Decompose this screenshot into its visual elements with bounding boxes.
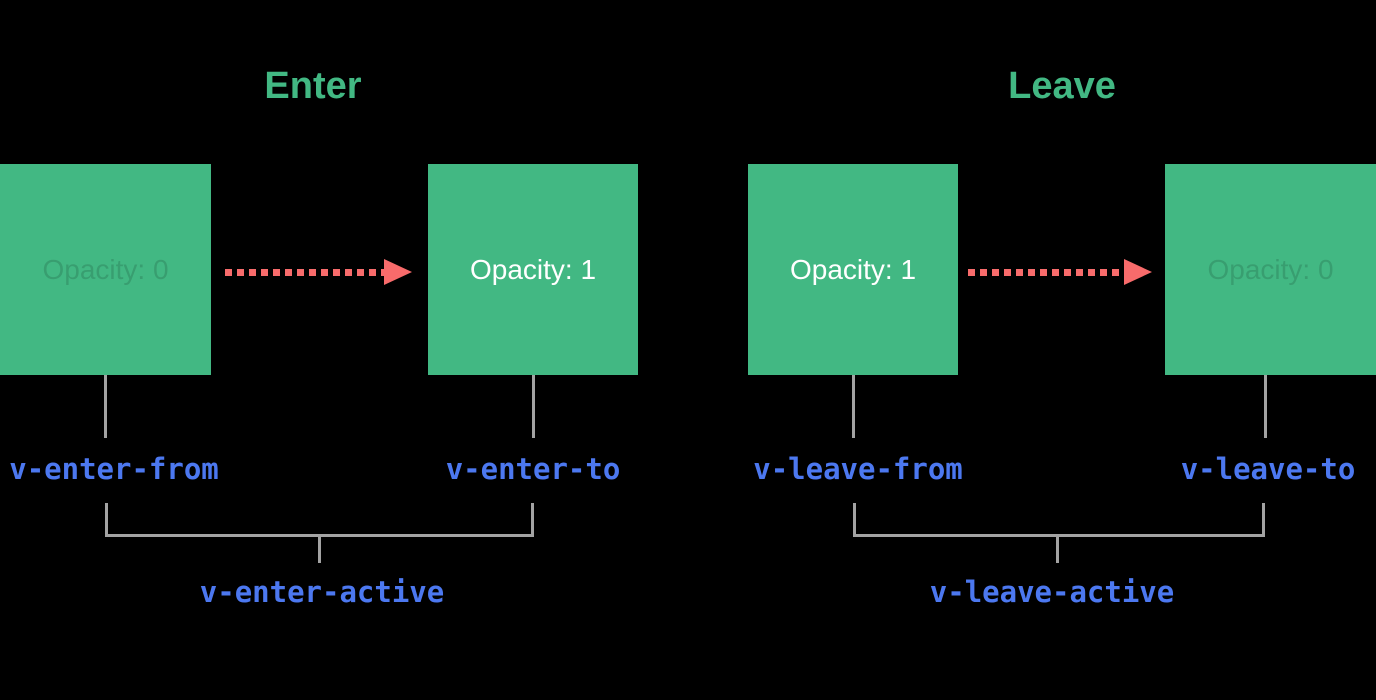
enter-bracket-left-line (105, 503, 108, 537)
leave-bracket-left-line (853, 503, 856, 537)
leave-transition-arrow-head-icon (1124, 259, 1152, 285)
v-leave-from-label: v-leave-from (753, 452, 963, 486)
enter-bracket-horizontal-line (105, 534, 534, 537)
enter-to-connector-line (532, 375, 535, 438)
v-enter-from-label: v-enter-from (9, 452, 219, 486)
leave-bracket-right-line (1262, 503, 1265, 537)
leave-to-box-label: Opacity: 0 (1207, 253, 1334, 285)
leave-to-box: Opacity: 0 (1165, 164, 1376, 375)
enter-to-box-label: Opacity: 1 (469, 253, 597, 285)
leave-from-box: Opacity: 1 (748, 164, 958, 375)
enter-to-box: Opacity: 1 (428, 164, 638, 375)
v-leave-active-label: v-leave-active (929, 575, 1175, 609)
enter-from-box: Opacity: 0 (0, 164, 211, 375)
enter-from-box-label: Opacity: 0 (42, 253, 169, 285)
enter-transition-arrow-head-icon (384, 259, 412, 285)
leave-from-box-label: Opacity: 1 (789, 253, 917, 285)
enter-from-connector-line (104, 375, 107, 438)
leave-bracket-stub-line (1056, 537, 1059, 563)
leave-section-title: Leave (1008, 65, 1116, 107)
v-enter-to-label: v-enter-to (445, 452, 621, 486)
leave-transition-arrow-dashes-icon (968, 269, 1124, 276)
leave-to-connector-line (1264, 375, 1267, 438)
enter-transition-arrow-dashes-icon (225, 269, 384, 276)
v-leave-to-label: v-leave-to (1180, 452, 1356, 486)
enter-section-title: Enter (264, 65, 362, 107)
enter-bracket-stub-line (318, 537, 321, 563)
leave-bracket-horizontal-line (853, 534, 1265, 537)
enter-bracket-right-line (531, 503, 534, 537)
v-enter-active-label: v-enter-active (199, 575, 445, 609)
leave-from-connector-line (852, 375, 855, 438)
